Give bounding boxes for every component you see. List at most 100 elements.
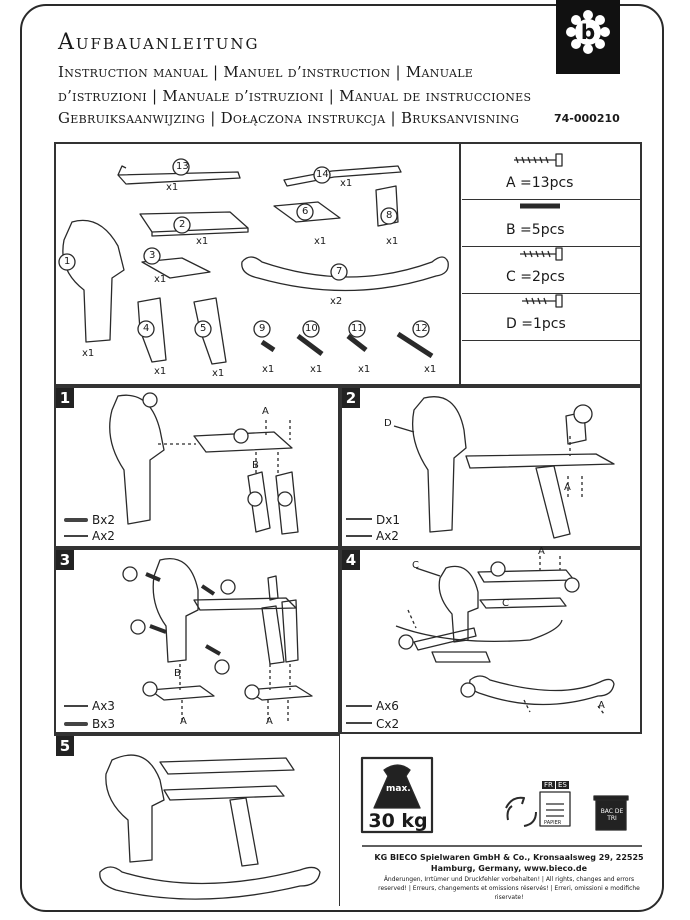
part-7-rocker	[241, 256, 449, 292]
step3-legs	[261, 599, 299, 665]
hardware-d-label: D =1pcs	[506, 316, 566, 332]
part-8-backrest	[375, 185, 399, 227]
paper-bin-icon	[539, 791, 571, 827]
part-11-dowel	[346, 334, 368, 352]
part-label-3: 3	[149, 250, 156, 261]
hardware-c-label: C =2pcs	[506, 269, 565, 285]
screw-a-icon	[514, 153, 563, 167]
recycle-fr-label: FR	[542, 781, 555, 789]
part-label-5: 5	[200, 323, 207, 334]
legend-screw-icon	[346, 535, 372, 537]
step5-seat	[163, 785, 285, 801]
part-label-2: 2	[179, 219, 186, 230]
legend-screw-icon	[346, 518, 372, 520]
hardware-a-label: A =13pcs	[506, 175, 574, 191]
step2-arrows	[567, 436, 583, 500]
part-10-dowel	[296, 334, 324, 356]
step4-arrows	[407, 556, 605, 715]
diagram-letter-a: A	[266, 716, 273, 727]
step5-rocker	[99, 866, 321, 900]
count-12: x1	[424, 364, 437, 375]
step3-arrows	[179, 664, 291, 724]
part-number-circles	[58, 158, 430, 338]
count-8: x1	[386, 236, 399, 247]
recycle-paper-label: PAPIER	[544, 820, 562, 826]
step3-legend-a: Ax3	[92, 699, 115, 713]
legend-dowel-icon	[64, 722, 88, 726]
count-1: x1	[82, 348, 95, 359]
diagram-letter-b: B	[174, 668, 181, 679]
part-12-dowel	[396, 331, 434, 359]
count-6: x1	[314, 236, 327, 247]
step1-legend-b: Bx2	[92, 513, 115, 527]
part-label-6: 6	[302, 206, 309, 217]
hardware-divider	[462, 199, 640, 200]
step4-seat	[479, 597, 567, 609]
footer-disclaimer-3: riservate!	[494, 894, 524, 901]
step-1-panel	[54, 386, 340, 548]
part-label-1: 1	[64, 256, 71, 267]
weight-max-label: max.	[386, 784, 411, 794]
weight-value: 30 kg	[368, 810, 428, 832]
step2-seat	[465, 453, 615, 469]
screw-c-icon	[520, 247, 563, 261]
page-title: Aufbauanleitung	[58, 30, 260, 55]
step1-horse-head	[109, 394, 165, 525]
step4-crossbar	[413, 627, 477, 651]
paper-lines	[546, 803, 564, 817]
part-label-10: 10	[305, 323, 318, 334]
step2-horse-head	[411, 396, 467, 533]
part-label-11: 11	[351, 323, 364, 334]
subtitle-line-3: Gebruiksaanwijzing | Dołączona instrukcj…	[58, 109, 520, 127]
sorting-bin-lid	[593, 795, 629, 801]
part-label-7: 7	[336, 266, 343, 277]
step2-leg	[535, 465, 571, 539]
step5-leg	[229, 797, 259, 867]
subtitle-line-2: d’istruzioni | Manuale d’istruzioni | Ma…	[58, 87, 532, 105]
diagram-letter-c: C	[502, 598, 509, 609]
step3-legend-b: Bx3	[92, 717, 115, 731]
legend-screw-icon	[64, 535, 88, 537]
recycle-icon	[505, 796, 537, 827]
legend-screw-icon	[346, 705, 372, 707]
step-number-3: 3	[56, 550, 74, 570]
recycle-es-label: ES	[556, 781, 569, 789]
step1-legend-a: Ax2	[92, 529, 115, 543]
hardware-divider	[462, 246, 640, 247]
diagram-letter-a: A	[564, 482, 571, 493]
step5-horse-head	[105, 754, 165, 863]
part-2-seat	[139, 211, 249, 233]
legend-dowel-icon	[64, 518, 88, 522]
hardware-section	[460, 142, 642, 386]
step1-leg-5	[275, 471, 299, 535]
part-label-4: 4	[143, 323, 150, 334]
step4-rocker-back	[395, 619, 563, 643]
diagram-letter-a: A	[598, 700, 605, 711]
legend-screw-icon	[64, 705, 88, 707]
step4-horse-head	[438, 565, 479, 643]
step4-legend-c: Cx2	[376, 717, 400, 731]
count-9: x1	[262, 364, 275, 375]
step-number-4: 4	[342, 550, 360, 570]
diagram-letter-d: D	[384, 418, 392, 429]
diagram-letter-a: A	[180, 716, 187, 727]
footer-city: Hamburg, Germany, www.bieco.de	[430, 864, 588, 873]
part-13-handle-bar	[117, 171, 241, 185]
count-14: x1	[340, 178, 353, 189]
recycle-bac-label: BAC DE TRI	[600, 808, 624, 822]
footer-disclaimer-2: reserved! | Erreurs, changements et omis…	[378, 885, 640, 892]
count-13: x1	[166, 182, 179, 193]
step5-handle-frame	[159, 757, 295, 775]
step4-plank	[431, 651, 491, 663]
step2-part-circles	[573, 404, 593, 424]
step2-legend-d: Dx1	[376, 513, 400, 527]
part-label-8: 8	[386, 210, 393, 221]
diagram-letter-c: C	[412, 560, 419, 571]
brand-logo: b	[556, 0, 620, 74]
part-6-crossbar	[273, 201, 341, 223]
diagram-letter-a: A	[538, 546, 545, 557]
step3-backrest	[267, 575, 279, 601]
step3-plank-3	[149, 685, 215, 701]
part-1-horse-head	[62, 219, 125, 343]
subtitle-line-1: Instruction manual | Manuel d’instructio…	[58, 63, 474, 81]
